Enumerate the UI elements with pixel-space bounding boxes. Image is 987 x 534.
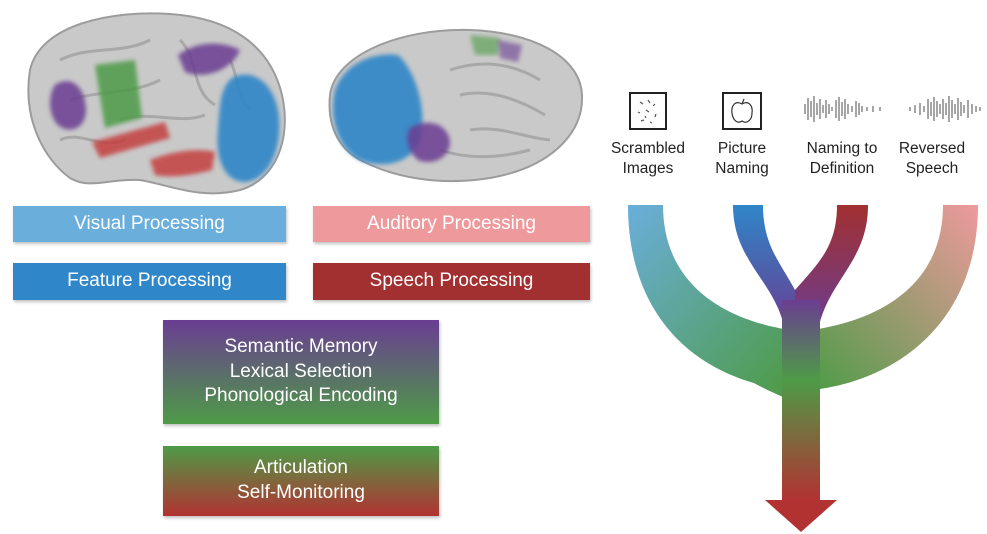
stage2-box-fill [163,446,439,516]
feature-processing-label: Feature Processing [67,270,232,292]
feature-processing-box: Feature Processing [13,263,286,300]
picture-label-line2: Naming [715,160,769,178]
condition-picture-naming: Picture Naming [687,139,797,180]
stage2-box: Articulation Self-Monitoring [163,446,439,516]
condition-scrambled-images: Scrambled Images [593,139,703,180]
phonological-encoding-label: Phonological Encoding [204,385,398,407]
flow-diagram [628,205,978,532]
condition-reversed-speech: Reversed Speech [877,139,987,180]
condition-naming-to-definition: Naming to Definition [787,139,897,180]
stage1-box-fill [163,320,439,424]
definition-label-line1: Naming to [806,140,878,157]
reversed-label-line1: Reversed [898,140,966,157]
picture-label-line1: Picture [717,140,767,157]
apple-picture-icon [722,92,762,130]
scrambled-label-line2: Images [622,160,674,178]
definition-label-line2: Definition [809,160,875,178]
auditory-processing-label: Auditory Processing [367,212,536,234]
brain-medial-view [328,28,584,183]
speech-waveform-icon [804,96,881,122]
articulation-label: Articulation [254,457,348,479]
brain-lateral-view [27,12,286,195]
semantic-memory-label: Semantic Memory [224,335,378,357]
reversed-waveform-icon [909,96,981,122]
scrambled-image-icon [629,92,667,130]
scrambled-label-line1: Scrambled [610,140,686,157]
speech-processing-box: Speech Processing [313,263,590,300]
lexical-selection-label: Lexical Selection [229,360,373,382]
stage1-box: Semantic Memory Lexical Selection Phonol… [163,320,439,424]
speech-processing-label: Speech Processing [369,270,534,292]
visual-processing-label: Visual Processing [74,212,225,234]
visual-processing-box: Visual Processing [13,206,286,242]
reversed-label-line2: Speech [905,160,959,178]
auditory-processing-box: Auditory Processing [313,206,590,242]
self-monitoring-label: Self-Monitoring [237,482,365,503]
